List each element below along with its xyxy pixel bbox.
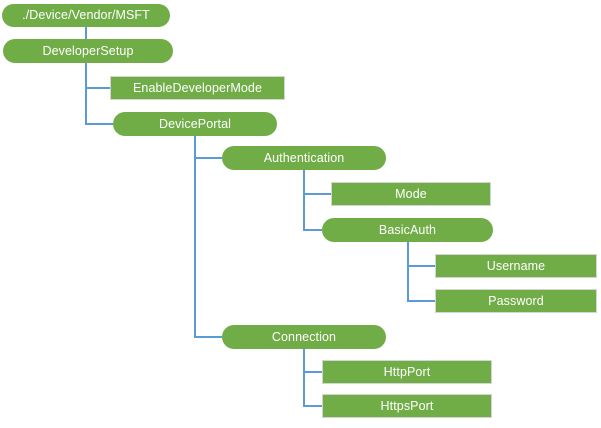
edge-connection-to-httpport (303, 349, 322, 373)
tree-node-mode[interactable]: Mode (331, 182, 491, 206)
tree-node-label: DevicePortal (158, 116, 232, 131)
tree-node-basicauth[interactable]: BasicAuth (322, 218, 493, 242)
tree-node-connection[interactable]: Connection (222, 325, 386, 349)
edge-deviceportal-to-connection (194, 158, 222, 338)
tree-node-username[interactable]: Username (435, 254, 597, 278)
tree-node-label: Authentication (263, 150, 345, 165)
edge-authentication-to-mode (303, 170, 331, 195)
tree-node-enabledevelopermode[interactable]: EnableDeveloperMode (110, 76, 285, 100)
tree-node-httpsport[interactable]: HttpsPort (322, 394, 492, 418)
tree-node-label: BasicAuth (378, 222, 437, 237)
edge-developersetup-to-deviceportal (85, 88, 113, 125)
tree-node-label: Password (488, 293, 544, 308)
tree-node-label: ./Device/Vendor/MSFT (22, 8, 150, 23)
edge-connection-to-httpsport (303, 372, 322, 407)
tree-node-label: Username (486, 258, 546, 273)
tree-node-root[interactable]: ./Device/Vendor/MSFT (2, 4, 170, 27)
tree-node-label: Mode (395, 186, 427, 201)
edge-developersetup-to-enabledevelopermode (85, 63, 110, 89)
tree-node-label: EnableDeveloperMode (132, 80, 263, 95)
tree-node-label: Connection (271, 329, 337, 344)
edge-basicauth-to-username (407, 242, 435, 267)
edge-basicauth-to-password (407, 266, 435, 302)
tree-node-label: HttpPort (383, 364, 431, 379)
tree-node-deviceportal[interactable]: DevicePortal (113, 112, 277, 136)
tree-node-password[interactable]: Password (435, 289, 597, 313)
edge-authentication-to-basicauth (303, 194, 322, 231)
tree-node-httpport[interactable]: HttpPort (322, 360, 492, 384)
tree-node-authentication[interactable]: Authentication (222, 146, 386, 170)
tree-node-label: HttpsPort (380, 398, 434, 413)
tree-node-developersetup[interactable]: DeveloperSetup (3, 39, 173, 63)
edge-deviceportal-to-authentication (194, 136, 222, 159)
tree-node-label: DeveloperSetup (42, 43, 134, 58)
